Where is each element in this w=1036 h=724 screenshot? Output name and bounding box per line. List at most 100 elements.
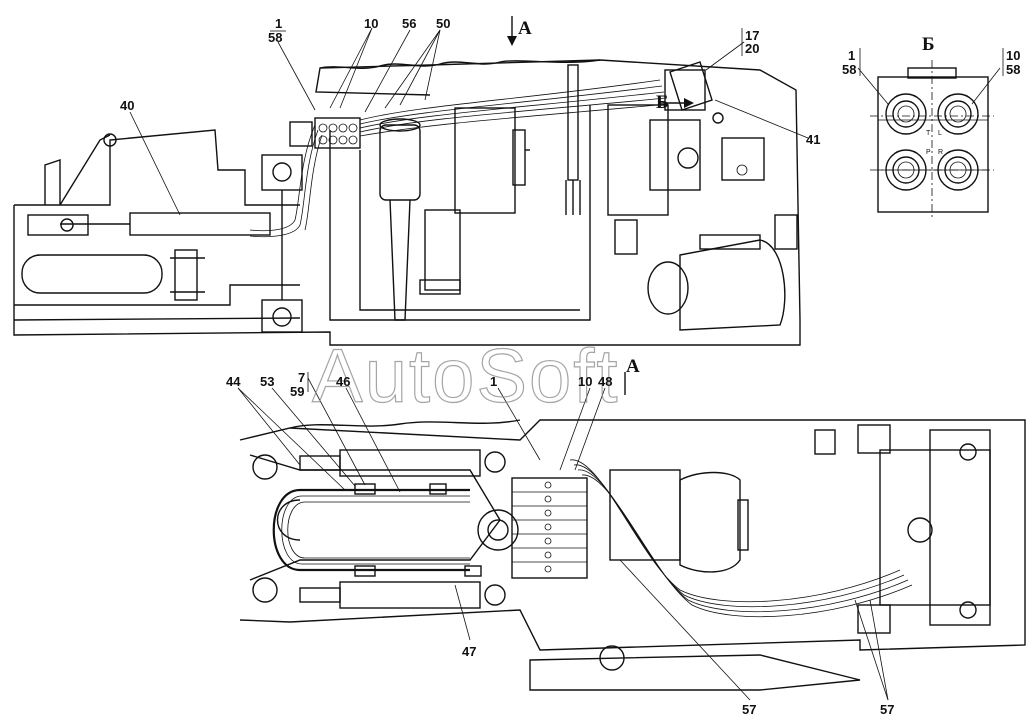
mount-bracket-left xyxy=(174,249,198,301)
boom-hub-inner xyxy=(487,519,509,541)
detail-callout-58b: 58 xyxy=(1006,62,1020,77)
watermark-text: AutoSoft xyxy=(312,334,620,419)
link-pivot xyxy=(103,133,117,147)
callout-57-b: 57 xyxy=(880,702,894,717)
callout-53: 53 xyxy=(260,374,274,389)
view-b-callout: Б xyxy=(656,92,669,113)
boom-outline xyxy=(239,419,1026,651)
hose-fittings-left xyxy=(354,483,482,577)
link-arm xyxy=(44,134,111,206)
valve-port xyxy=(736,164,748,176)
view-a-top: А xyxy=(518,18,532,39)
callouts-top: 1 58 10 56 50 17 20 40 41 xyxy=(120,16,820,147)
valve-block-right xyxy=(721,137,765,181)
bracket-block xyxy=(814,429,836,455)
callout-47: 47 xyxy=(462,644,476,659)
bottom-view xyxy=(239,419,1026,691)
left-bracket xyxy=(614,219,638,255)
gearbox-housing xyxy=(607,104,669,216)
bolt-head xyxy=(712,112,724,124)
pivot-upper xyxy=(272,162,292,182)
hitch-plate xyxy=(529,654,861,691)
filter-cap xyxy=(379,118,421,132)
gearbox-bolt-bottom xyxy=(959,601,977,619)
top-frame-left-edge xyxy=(14,129,300,206)
bracket-pivot xyxy=(857,424,891,454)
port-t-label: T xyxy=(926,130,931,137)
detail-callout-10: 10 xyxy=(1006,48,1020,63)
callout-41: 41 xyxy=(806,132,820,147)
cylinder-40-pin xyxy=(60,218,74,232)
callout-10-bottom: 10 xyxy=(578,374,592,389)
hitch-pin xyxy=(599,645,625,671)
callout-17: 17 xyxy=(745,28,759,43)
gearbox-bolt-top xyxy=(959,443,977,461)
motor-small xyxy=(424,209,461,291)
pivot-block-lower xyxy=(261,299,303,333)
pump-motor-top xyxy=(454,107,516,214)
reservoir-end xyxy=(647,261,689,315)
callout-1: 1 xyxy=(275,16,282,31)
boom-yoke xyxy=(276,499,301,541)
pump-flange xyxy=(512,129,526,186)
callout-44: 44 xyxy=(226,374,241,389)
callouts-bottom: 44 53 7 59 46 1 10 48 47 57 57 xyxy=(226,370,894,717)
right-bracket xyxy=(774,214,798,250)
motor-small-base xyxy=(419,279,461,295)
valve-bank xyxy=(511,477,588,579)
u-hose-outer xyxy=(272,488,470,572)
boom-hub xyxy=(477,509,519,551)
pivot-block-upper xyxy=(261,154,303,191)
callout-46: 46 xyxy=(336,374,350,389)
port-r-label: R xyxy=(938,149,943,156)
cylinder-lower-body xyxy=(299,587,341,603)
rod-foot xyxy=(565,180,581,215)
callout-57-a: 57 xyxy=(742,702,756,717)
boom-left-fork xyxy=(249,454,501,581)
pivot-right-upper xyxy=(484,451,506,473)
coupling-17-20 xyxy=(664,69,706,111)
u-hose-inner2 xyxy=(287,501,470,559)
valve-bank-ports xyxy=(544,481,552,573)
cylinder-lower xyxy=(339,581,481,609)
coupling-17-20-body xyxy=(669,61,713,111)
cylinder-40-eye xyxy=(27,214,89,236)
leader-lines xyxy=(129,16,1001,701)
vertical-rod xyxy=(567,64,579,181)
gearbox-inner xyxy=(649,119,701,191)
cylinder-upper-body xyxy=(299,455,341,471)
motor-flange xyxy=(737,499,749,551)
reservoir xyxy=(679,239,786,331)
valve-block-top xyxy=(314,117,361,149)
callout-48: 48 xyxy=(598,374,612,389)
callout-56: 56 xyxy=(402,16,416,31)
callout-20: 20 xyxy=(745,41,759,56)
detail-port-fittings xyxy=(885,93,979,191)
callout-40: 40 xyxy=(120,98,134,113)
hose-bundle-bottom xyxy=(569,459,913,618)
view-labels: А А Б Б xyxy=(518,18,935,377)
port-p-label: P xyxy=(926,149,931,156)
view-a-bottom: А xyxy=(626,356,640,377)
gearbox-bottom-inner xyxy=(929,429,991,626)
filter-neck xyxy=(389,199,411,321)
u-hose-inner xyxy=(281,495,470,565)
callout-10: 10 xyxy=(364,16,378,31)
gearbox-port xyxy=(677,147,699,169)
motor-bell xyxy=(679,471,741,573)
detail-view: T L P R xyxy=(870,60,994,218)
view-b-detail: Б xyxy=(922,34,935,55)
detail-callout-58a: 58 xyxy=(842,62,856,77)
callout-1-bottom: 1 xyxy=(490,374,497,389)
valve-bank-sections xyxy=(512,491,587,563)
valve-clamp xyxy=(289,121,313,147)
detail-block xyxy=(877,76,989,213)
bracket-pivot-lower xyxy=(857,604,891,634)
detail-callout-1: 1 xyxy=(848,48,855,63)
top-view xyxy=(13,59,801,346)
top-frame-beam xyxy=(13,284,301,321)
inner-frame xyxy=(329,105,591,321)
bottom-ridge xyxy=(289,419,521,429)
